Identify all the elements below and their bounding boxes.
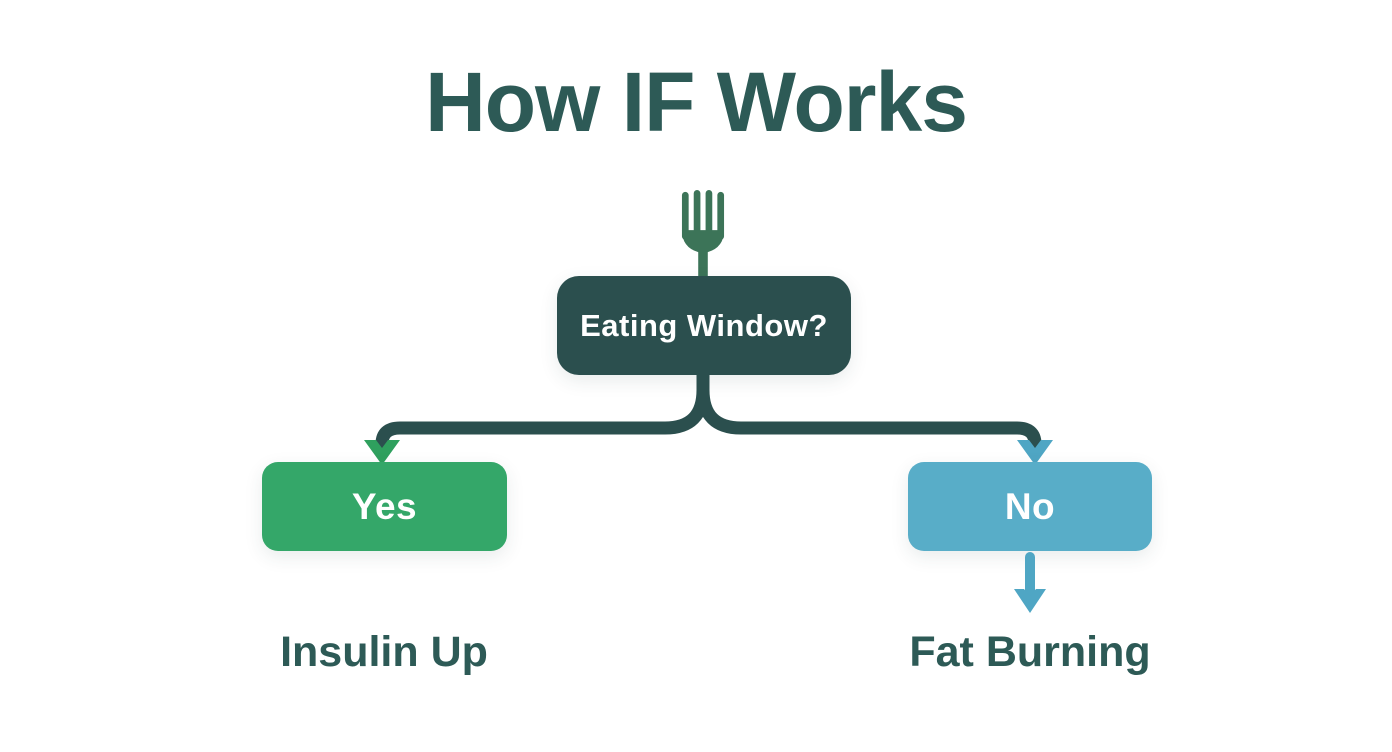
arrowhead-no-icon [1017, 440, 1053, 465]
down-arrow-head [1014, 589, 1046, 613]
branch-node-no: No [908, 462, 1152, 551]
page-title: How IF Works [425, 55, 968, 149]
branch-line-left [375, 375, 710, 448]
branch-line-right [696, 375, 1042, 448]
fork-tine [717, 191, 725, 240]
fork-handle [681, 230, 725, 278]
branch-node-yes: Yes [262, 462, 507, 551]
branch-yes-label: Yes [351, 485, 418, 527]
branch-no-label: No [1004, 485, 1056, 527]
outcome-insulin-up: Insulin Up [280, 628, 488, 676]
fork-tine [681, 191, 689, 240]
arrowhead-yes-icon [364, 440, 400, 465]
fork-tine [705, 190, 713, 238]
decision-node-eating-window: Eating Window? [557, 276, 851, 375]
fork-tine [693, 190, 701, 238]
branch-connector [364, 375, 1053, 465]
fork-icon [681, 190, 725, 278]
outcome-fat-burning: Fat Burning [909, 628, 1151, 676]
down-arrow-icon [1014, 552, 1046, 613]
decision-label: Eating Window? [580, 307, 828, 343]
